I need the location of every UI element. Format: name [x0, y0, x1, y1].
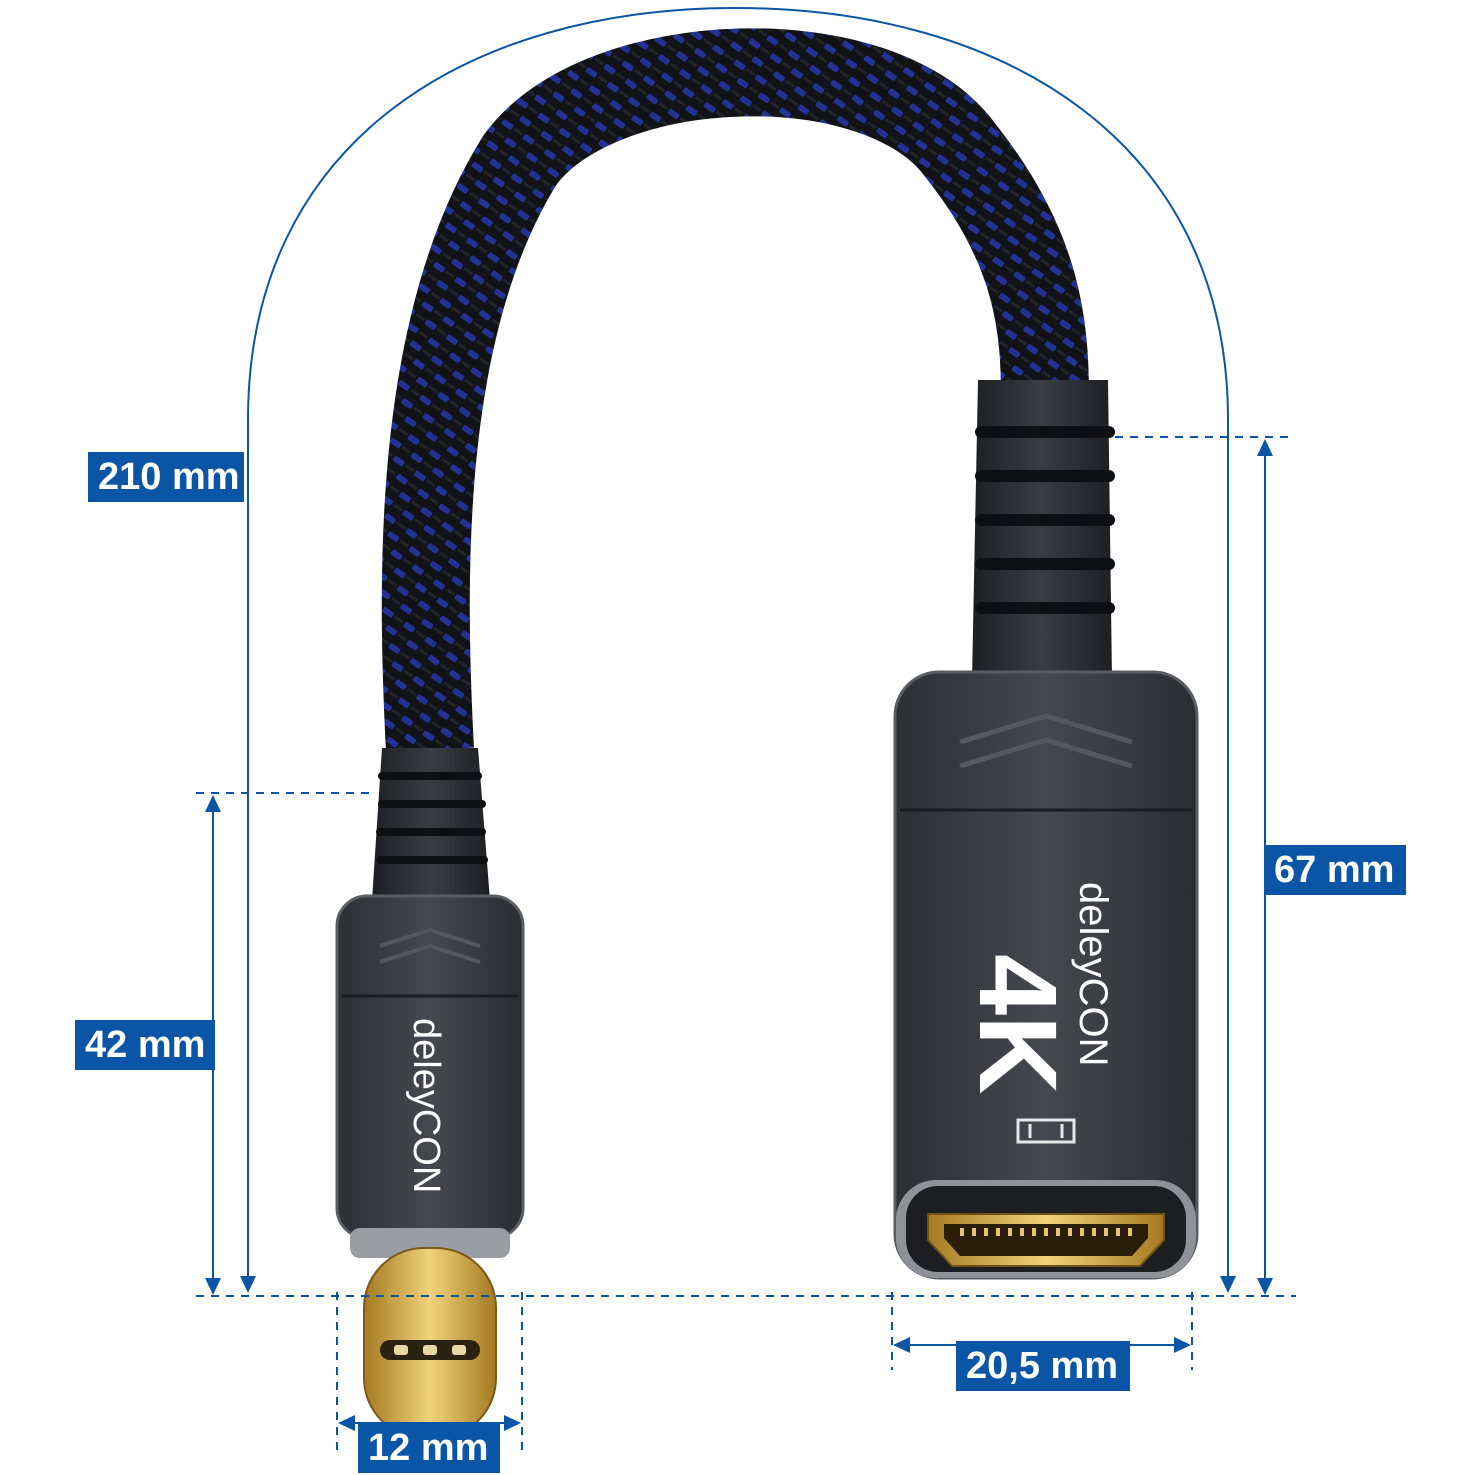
hdmi-brand-text: deleyCON [1071, 882, 1115, 1067]
hdmi-port [927, 1213, 1165, 1267]
arrow-right-bottom-icon [1220, 1276, 1236, 1293]
hdmi-length-label: 67 mm [1264, 845, 1406, 895]
total-length-arc [247, 6, 1229, 1290]
hdmi-width-label: 20,5 mm [956, 1341, 1130, 1391]
hdmi-strain-relief [972, 380, 1115, 680]
dimension-guides [196, 436, 1296, 1455]
usb-c-width-label: 12 mm [358, 1423, 500, 1473]
braided-cable [381, 28, 1089, 753]
usb-c-length-label: 42 mm [75, 1020, 215, 1070]
usb-c-strain-relief [372, 748, 490, 900]
total-length-label: 210 mm [88, 452, 244, 502]
hdmi-logo-icon [1016, 1118, 1076, 1144]
usb-c-plug [363, 1247, 497, 1439]
arrow-left-bottom-icon [240, 1276, 256, 1293]
usb-c-brand-text: deleyCON [405, 1018, 447, 1193]
resolution-badge: 4K [956, 954, 1079, 1095]
usb-c-housing [335, 894, 525, 1258]
